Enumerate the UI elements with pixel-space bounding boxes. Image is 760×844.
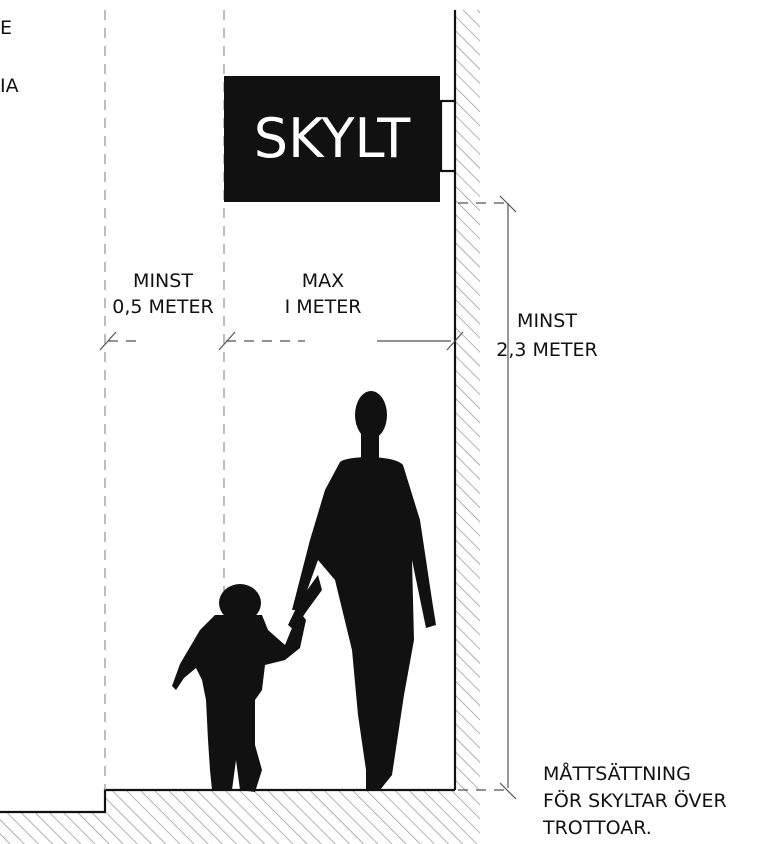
min-offset-label-2: 0,5 METER: [112, 296, 213, 318]
adult-silhouette-icon: [288, 391, 436, 790]
caption-line-1: MÅTTSÄTTNING: [543, 762, 691, 785]
caption-line-2: FÖR SKYLTAR ÖVER: [543, 789, 727, 812]
horizontal-dimension: [99, 331, 464, 351]
sign-text: SKYLT: [254, 107, 411, 170]
ground-line: [0, 788, 455, 814]
wall-hatch: [456, 10, 480, 790]
sign-bracket: [439, 99, 455, 173]
vertical-dimension: [458, 195, 517, 800]
left-fragment-1: E: [0, 17, 12, 39]
min-height-label-1: MINST: [517, 310, 577, 332]
max-projection-label-2: I METER: [285, 296, 362, 318]
min-offset-label-1: MINST: [133, 270, 193, 292]
left-fragment-2: IA: [0, 75, 19, 97]
sign-board: [224, 76, 440, 202]
min-height-label-2: 2,3 METER: [496, 339, 597, 361]
max-projection-label-1: MAX: [302, 270, 344, 292]
ground-hatch: [0, 790, 480, 844]
child-silhouette-icon: [172, 584, 306, 792]
caption-line-3: TROTTOAR.: [542, 817, 652, 839]
